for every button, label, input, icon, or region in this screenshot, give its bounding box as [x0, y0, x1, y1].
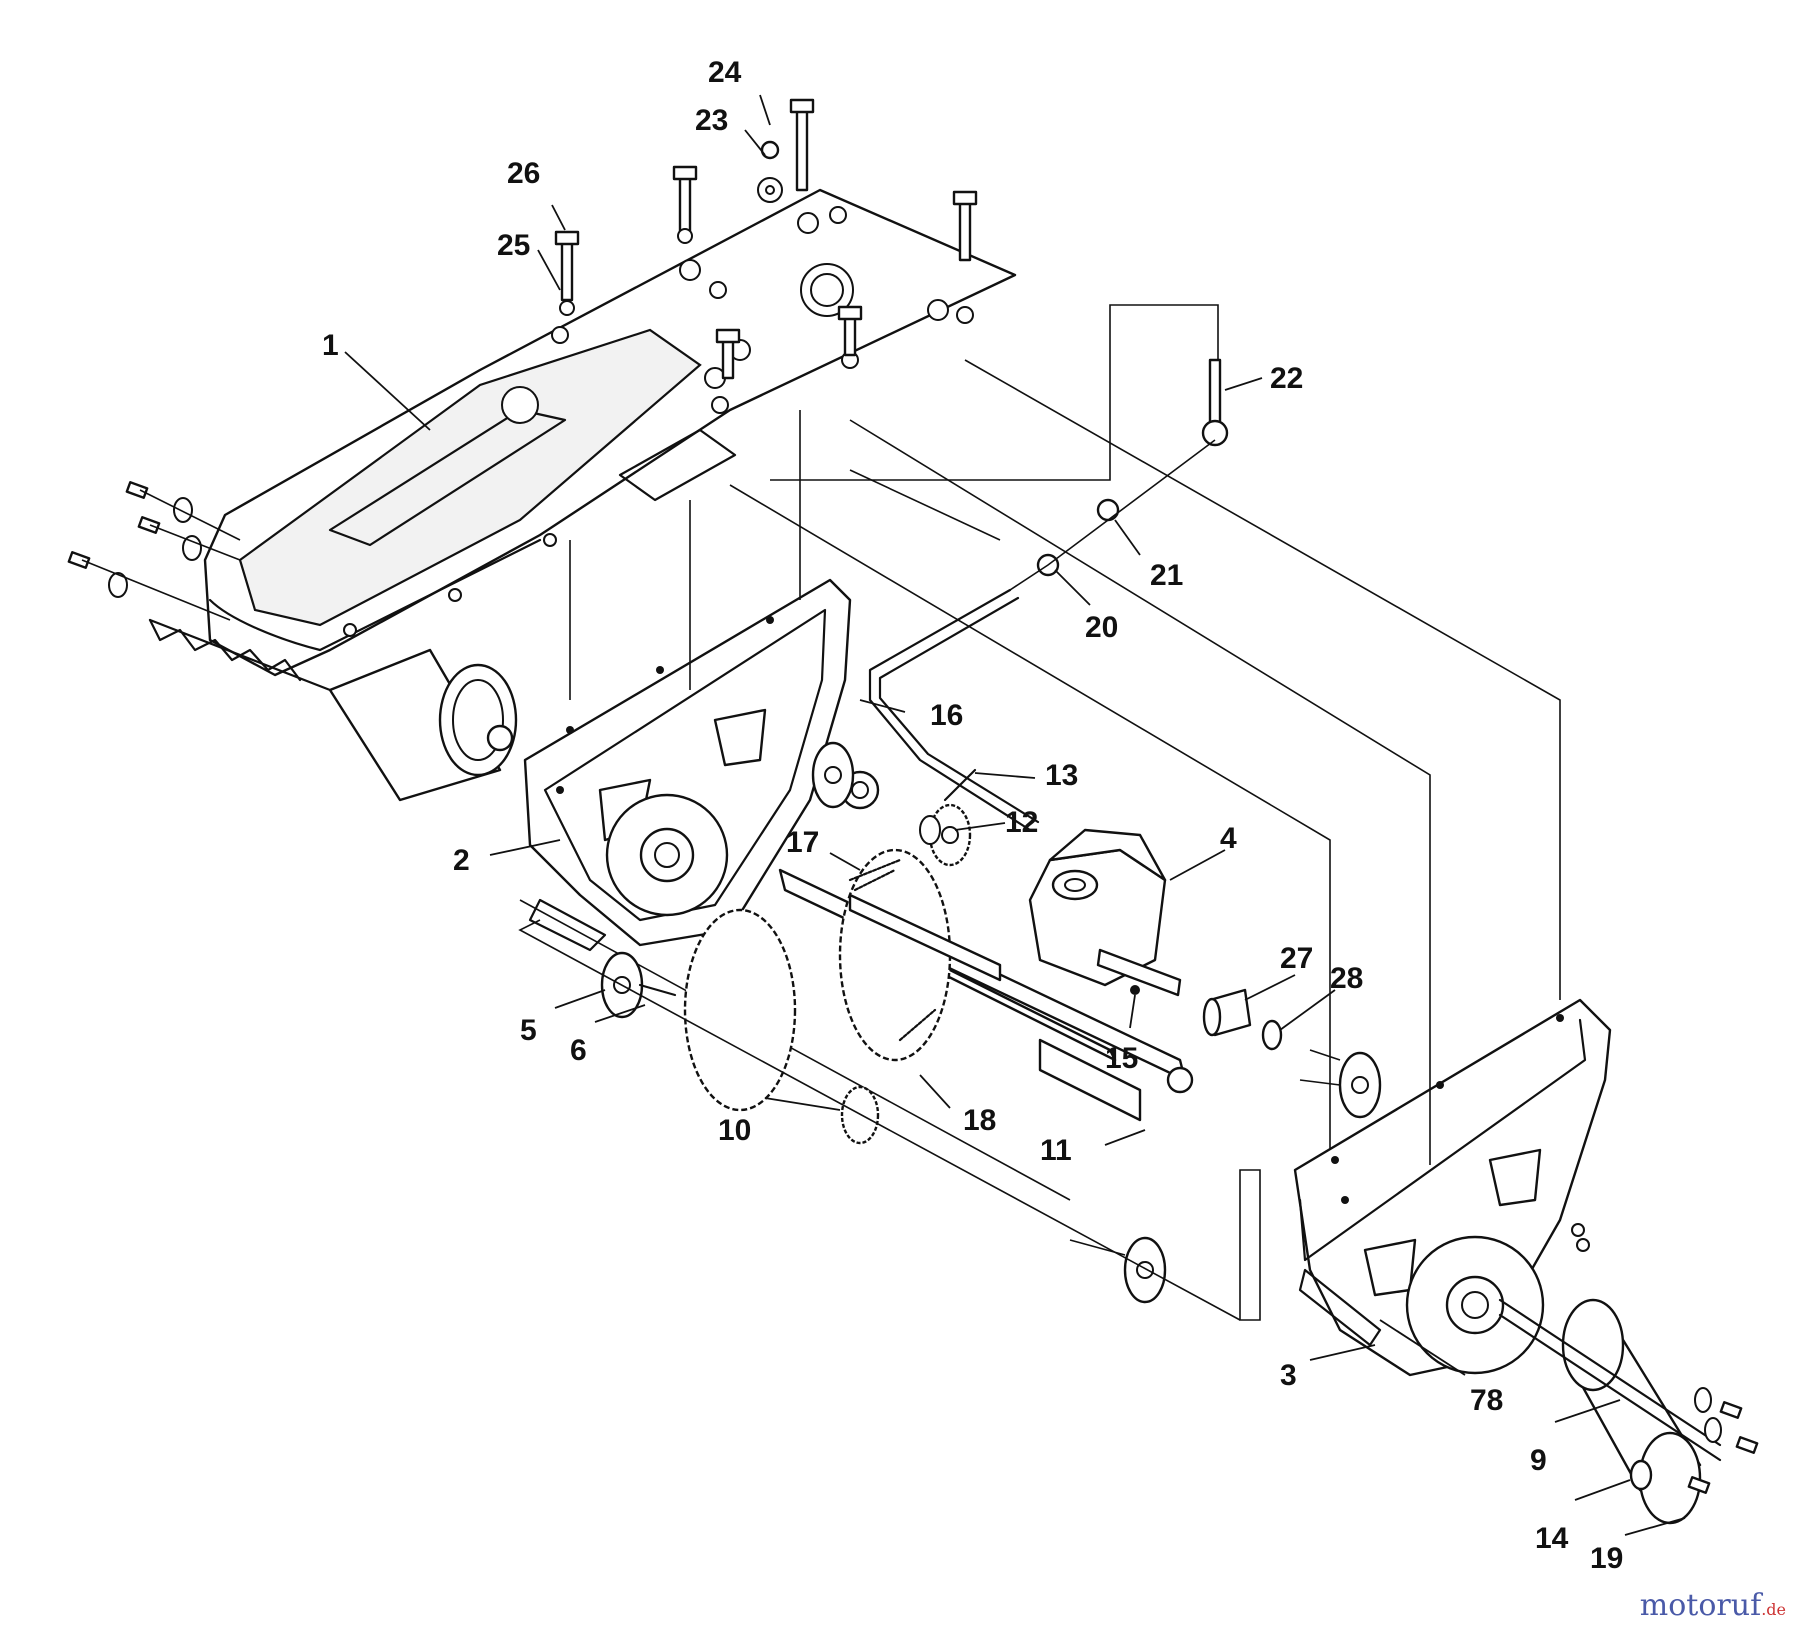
callout-19: 19: [1590, 1542, 1623, 1575]
callout-25: 25: [497, 229, 530, 262]
callout-78: 78: [1470, 1384, 1503, 1417]
watermark-tld: .de: [1761, 1600, 1786, 1619]
callout-10: 10: [718, 1114, 751, 1147]
callout-9: 9: [1530, 1444, 1547, 1477]
assembly-guide-lines: [518, 304, 1561, 1321]
callout-22: 22: [1270, 362, 1303, 395]
top-bolts: [554, 98, 978, 380]
left-tine-shaft-tube: [328, 648, 518, 802]
callout-26: 26: [507, 157, 540, 190]
top-housing-plate: [148, 188, 1017, 692]
left-bolts: [67, 481, 241, 621]
springs-and-pins: [848, 768, 977, 1042]
callout-21: 21: [1150, 559, 1183, 592]
callout-16: 16: [930, 699, 963, 732]
right-cover-plate: [1293, 998, 1612, 1377]
right-tine-shaft-tube: [1498, 1298, 1759, 1525]
callout-11: 11: [1040, 1134, 1072, 1167]
drive-rod: [840, 588, 1040, 832]
callout-15: 15: [1105, 1042, 1138, 1075]
callout-14: 14: [1535, 1522, 1569, 1555]
callout-labels: 1 2 3 4 5 6 78 9 10 11 12 13 14 15 16 17…: [322, 56, 1623, 1575]
callout-23: 23: [695, 104, 728, 137]
callout-12: 12: [1005, 806, 1038, 839]
callout-17: 17: [786, 826, 819, 859]
large-sprockets: [683, 803, 1002, 1145]
washers-and-pin: [1009, 358, 1229, 591]
callout-5: 5: [520, 1014, 537, 1047]
watermark-brand: motoruf: [1639, 1588, 1762, 1623]
callout-24: 24: [708, 56, 742, 89]
callout-13: 13: [1045, 759, 1078, 792]
callout-18: 18: [963, 1104, 996, 1137]
left-cover-plate: [523, 578, 852, 952]
callout-28: 28: [1330, 962, 1363, 995]
callout-4: 4: [1220, 822, 1237, 855]
callout-3: 3: [1280, 1359, 1297, 1392]
callout-1: 1: [322, 329, 339, 362]
callout-6: 6: [570, 1034, 587, 1067]
callout-leaders: [344, 94, 1686, 1536]
gearbox: [1028, 828, 1182, 997]
watermark-logo: motoruf.de: [1640, 1588, 1786, 1623]
callout-20: 20: [1085, 611, 1118, 644]
callout-27: 27: [1280, 942, 1313, 975]
bushings: [1202, 988, 1283, 1051]
callout-2: 2: [453, 844, 470, 877]
